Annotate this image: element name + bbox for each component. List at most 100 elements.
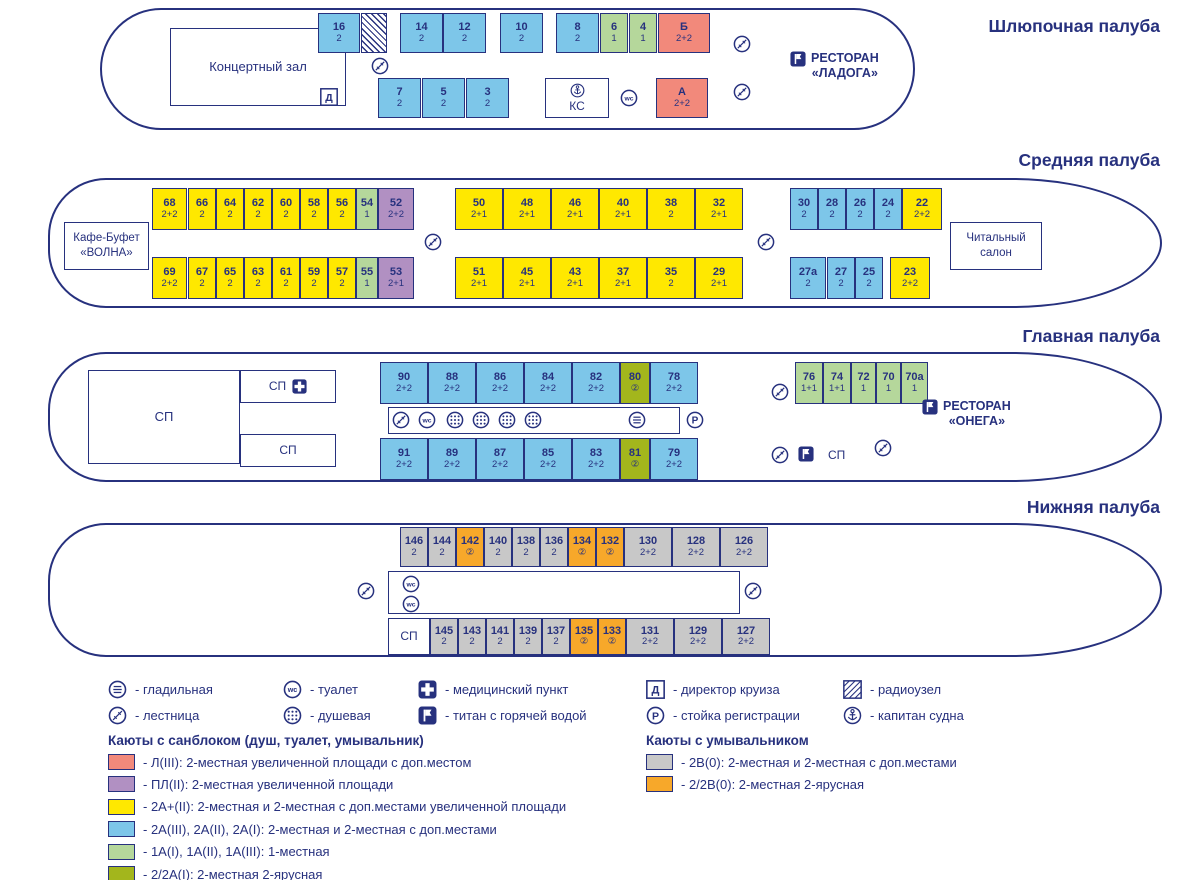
stairs-icon	[357, 582, 375, 600]
cabin-capacity: 2+1	[566, 277, 584, 289]
cabin-number: 50	[472, 197, 486, 210]
director-icon: Д	[646, 680, 665, 699]
cabin-capacity: 1	[611, 32, 617, 44]
cabin-number: 142	[460, 535, 480, 548]
cabin-number: 63	[251, 266, 265, 279]
room-label: «ВОЛНА»	[80, 247, 133, 259]
cabin-number: 52	[389, 197, 403, 210]
